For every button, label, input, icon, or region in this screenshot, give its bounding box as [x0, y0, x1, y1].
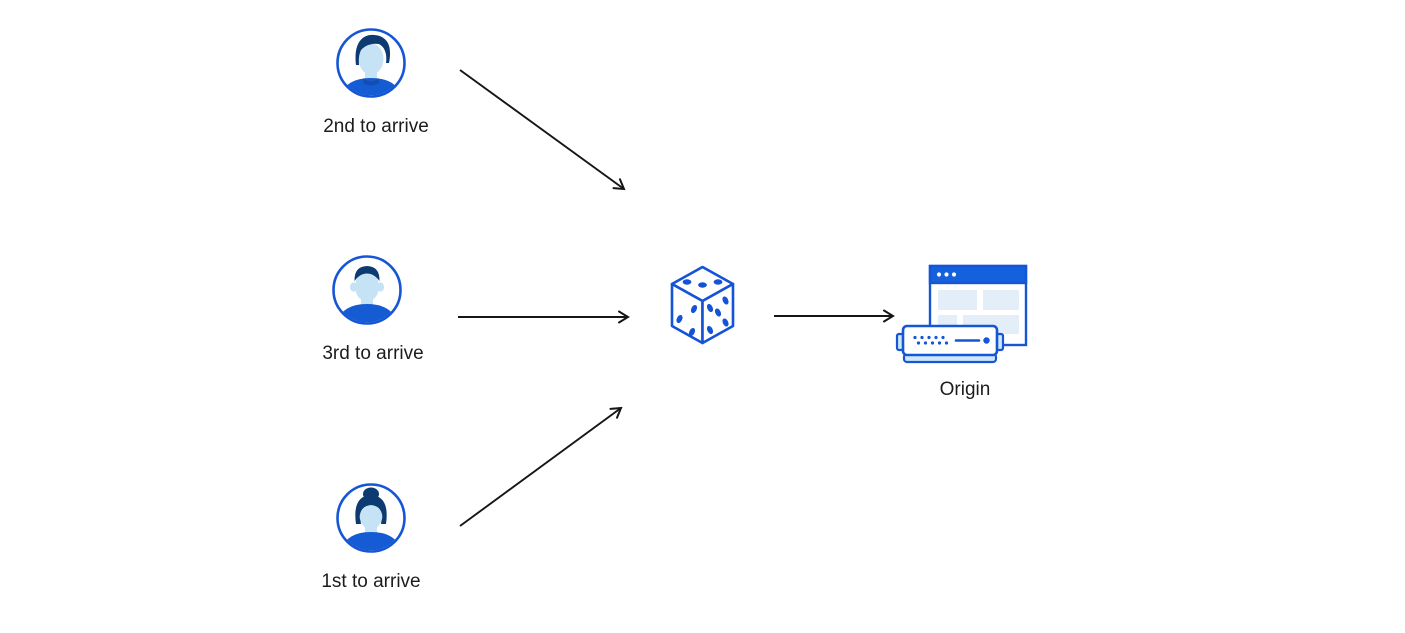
arrow-client1-to-dice: [459, 406, 623, 527]
origin-node: [895, 262, 1030, 366]
man-swoop-hair-avatar: [336, 28, 406, 98]
arrow-client2-to-dice: [459, 69, 626, 191]
client-node-3rd: [331, 254, 403, 326]
woman-bun-hair-avatar: [336, 483, 406, 553]
randomizer-node: [666, 263, 739, 347]
client-label-2nd: 2nd to arrive: [323, 116, 429, 137]
client-node-2nd: [335, 27, 407, 99]
man-short-hair-avatar: [332, 255, 402, 325]
client-label-3rd: 3rd to arrive: [322, 343, 424, 364]
client-label-1st: 1st to arrive: [321, 571, 421, 592]
client-node-1st: [335, 482, 407, 554]
origin-server-browser-icon: [895, 264, 1028, 364]
origin-label: Origin: [939, 379, 991, 400]
dice-icon: [670, 265, 735, 345]
